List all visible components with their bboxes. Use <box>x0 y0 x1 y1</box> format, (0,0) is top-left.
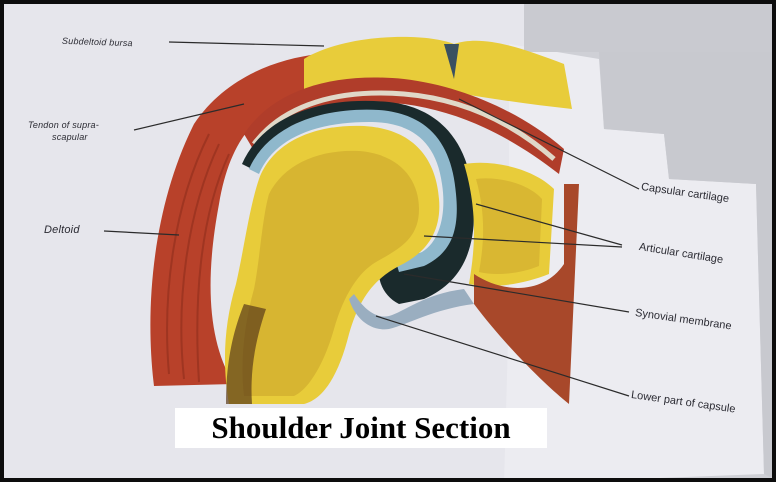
figure-caption: Shoulder Joint Section <box>175 408 547 448</box>
glenoid-spongy <box>476 178 542 274</box>
label-tendon-line2: scapular <box>52 132 88 142</box>
label-tendon-line1: Tendon of supra- <box>28 120 99 130</box>
label-deltoid: Deltoid <box>44 224 80 236</box>
page-gray-top <box>524 4 776 52</box>
